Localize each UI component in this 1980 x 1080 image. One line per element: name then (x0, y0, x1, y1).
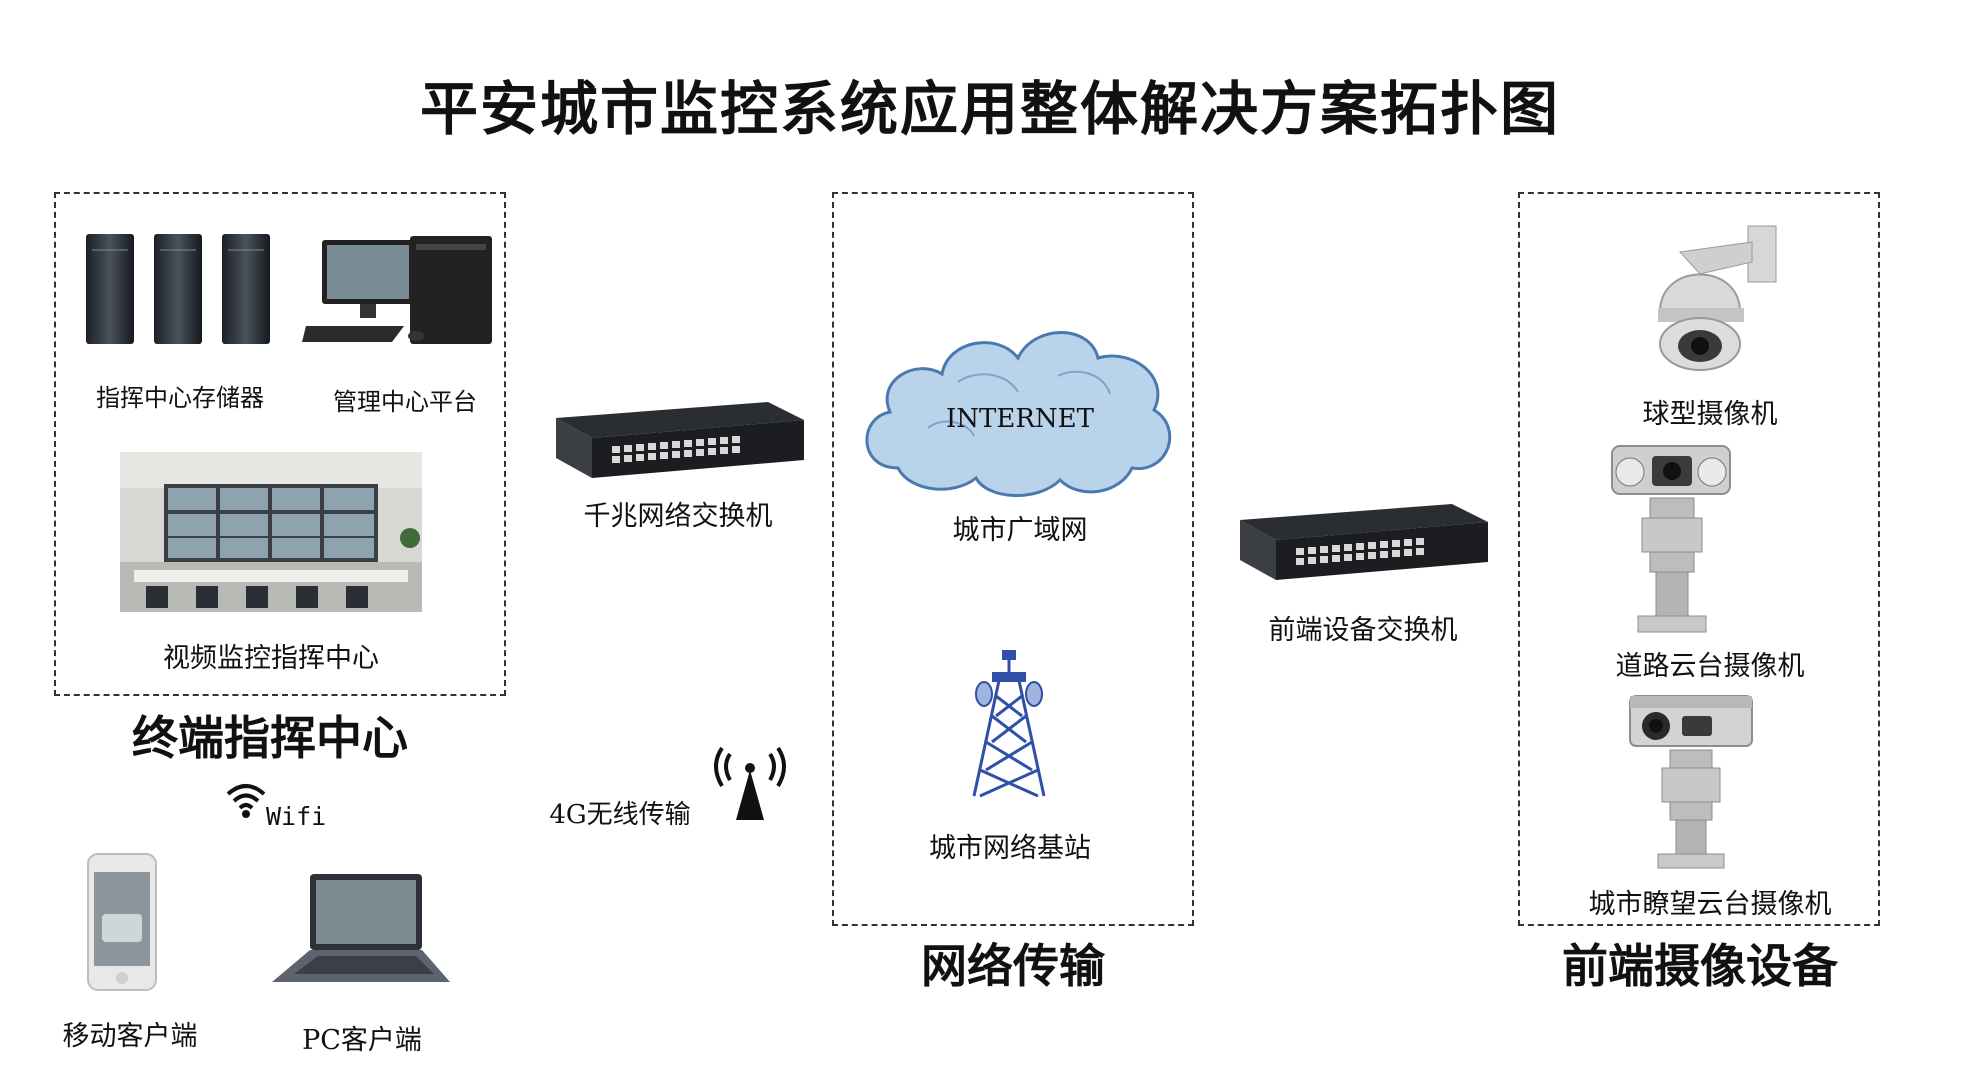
mobile-phone-icon (87, 853, 157, 991)
network-zone (832, 192, 1194, 926)
pc-label: PC客户端 (302, 1025, 422, 1056)
watch-ptz-camera-icon (1629, 695, 1753, 869)
wifi-label: Wifi (266, 802, 327, 831)
dome-camera-icon (1658, 225, 1777, 371)
terminal-zone (54, 192, 506, 696)
wireless-antenna-icon (714, 746, 786, 820)
road-ptz-label: 道路云台摄像机 (1615, 651, 1805, 682)
road-ptz-camera-icon (1611, 445, 1731, 633)
management-label: 管理中心平台 (333, 388, 477, 416)
storage-servers-icon (86, 234, 270, 344)
laptop-icon (272, 874, 450, 982)
frontend-switch-label: 前端设备交换机 (1268, 615, 1458, 646)
terminal-zone-title: 终端指挥中心 (132, 711, 408, 765)
gigabit-switch-icon (556, 402, 804, 478)
wireless-4g-label: 4G无线传输 (549, 800, 691, 830)
network-zone-title: 网络传输 (921, 939, 1105, 993)
base-station-tower-icon (972, 650, 1046, 798)
internet-label: INTERNET (946, 404, 1094, 434)
page-title: 平安城市监控系统应用整体解决方案拓扑图 (419, 75, 1560, 143)
frontend-zone-title: 前端摄像设备 (1562, 939, 1838, 993)
watch-ptz-label: 城市瞭望云台摄像机 (1588, 889, 1832, 920)
frontend-zone (1518, 192, 1880, 926)
monitor-center-image (120, 452, 422, 612)
wan-label: 城市广域网 (952, 515, 1088, 546)
internet-cloud-icon (865, 331, 1172, 497)
wifi-icon (226, 784, 266, 818)
mobile-label: 移动客户端 (62, 1021, 198, 1052)
frontend-switch-icon (1240, 504, 1488, 580)
dome-camera-label: 球型摄像机 (1642, 399, 1778, 430)
monitor-center-label: 视频监控指挥中心 (163, 643, 379, 674)
storage-label: 指挥中心存储器 (96, 384, 264, 412)
gigabit-switch-label: 千兆网络交换机 (583, 501, 773, 532)
management-pc-icon (302, 236, 492, 344)
base-station-label: 城市网络基站 (929, 833, 1091, 864)
